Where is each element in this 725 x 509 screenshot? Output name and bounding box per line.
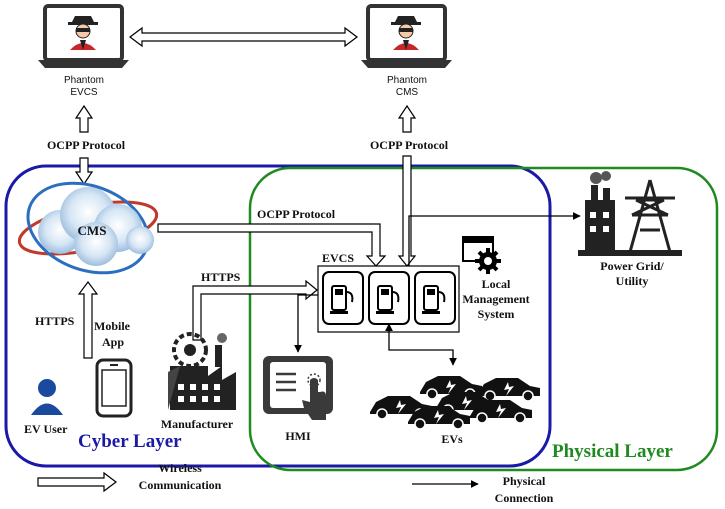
cms-cloud-icon — [17, 181, 159, 275]
power-grid-label-1: Power Grid/ — [600, 259, 664, 273]
manufacturer-label: Manufacturer — [161, 417, 234, 431]
legend-wireless-label-2: Communication — [139, 478, 222, 492]
local-mgmt-label-1: Local — [482, 277, 511, 291]
evs-connection-line — [385, 323, 457, 366]
ocpp-right-arrow-up — [397, 104, 417, 133]
phantom-evcs-label: Phantom — [64, 75, 104, 86]
hmi-connection-line — [294, 294, 318, 353]
charger-icon-1 — [322, 271, 364, 325]
ocpp-left-arrow-down — [74, 157, 94, 186]
cyber-layer-boundary — [4, 164, 552, 468]
legend-wireless-arrow — [37, 471, 117, 493]
mobile-app-label-2: App — [102, 335, 124, 349]
charger-icon-2 — [368, 271, 410, 325]
grid-connection-line — [408, 212, 581, 266]
mobile-app-label-1: Mobile — [94, 319, 131, 333]
evcs-label: EVCS — [322, 251, 354, 265]
legend-physical-label-2: Connection — [495, 491, 554, 505]
https-app-label: HTTPS — [35, 314, 75, 328]
ocpp-right-label: OCPP Protocol — [370, 138, 449, 152]
phantom-evcs-label-2: EVCS — [70, 87, 98, 98]
local-mgmt-label-3: System — [478, 307, 515, 321]
ev-user-label: EV User — [24, 422, 68, 436]
phantom-cms-laptop-icon — [361, 4, 452, 68]
manufacturer-factory-icon — [168, 332, 236, 410]
physical-layer-boundary — [248, 166, 719, 472]
hmi-touchscreen-icon — [263, 356, 333, 420]
cyber-layer-label: Cyber Layer — [78, 431, 182, 452]
ocpp-left-label: OCPP Protocol — [47, 138, 126, 152]
evs-label: EVs — [441, 432, 463, 446]
ocpp-mid-label: OCPP Protocol — [257, 207, 336, 221]
ev-cars-icon — [370, 376, 540, 430]
https-manufacturer-label: HTTPS — [201, 270, 241, 284]
phantom-link-arrow — [129, 26, 358, 48]
ocpp-left-arrow-up — [74, 104, 94, 133]
cms-label: CMS — [78, 223, 107, 238]
mobile-phone-icon — [95, 358, 133, 418]
ev-user-icon — [31, 379, 63, 415]
local-mgmt-label-2: Management — [462, 292, 529, 306]
power-grid-icon — [578, 171, 682, 256]
phantom-evcs-laptop-icon — [38, 4, 129, 68]
legend-wireless-label-1: Wireless — [158, 461, 202, 475]
ocpp-right-arrow-down — [397, 155, 417, 267]
local-management-gear-icon — [462, 236, 501, 274]
physical-layer-label: Physical Layer — [552, 441, 673, 462]
legend-physical-label-1: Physical — [503, 474, 546, 488]
ocpp-cms-evcs-arrow — [157, 223, 387, 267]
hmi-label: HMI — [285, 429, 311, 443]
phantom-cms-label: Phantom — [387, 75, 427, 86]
phantom-cms-label-2: CMS — [396, 87, 419, 98]
charger-icon-3 — [414, 271, 456, 325]
power-grid-label-2: Utility — [616, 274, 649, 288]
https-app-arrow — [77, 281, 99, 359]
